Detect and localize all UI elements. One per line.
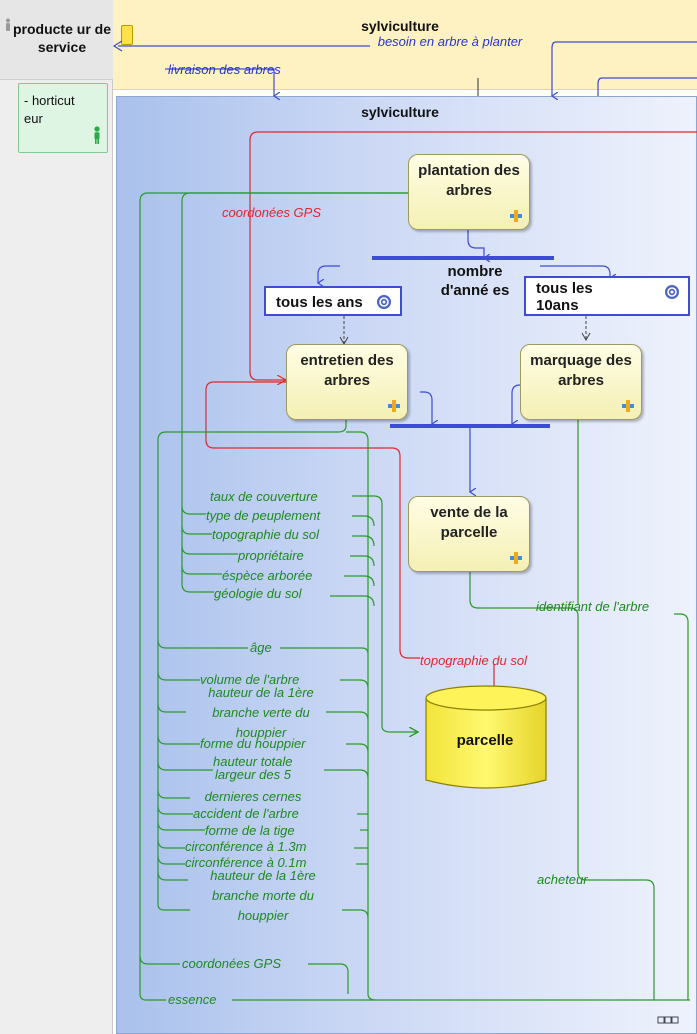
flow-label-green: taux de couverture [210,489,318,504]
task-vente-label: vente de la parcelle [430,504,508,541]
flow-label-livraison: livraison des arbres [168,62,281,77]
data-store-label: parcelle [456,732,514,749]
flow-label-identifiant: identifiant de l'arbre [536,599,650,614]
condition-annual[interactable]: tous les ans [264,286,402,316]
flow-label-green: propriétaire [238,548,304,563]
person-icon [94,126,100,144]
lane-title: producte ur de service [12,21,111,55]
task-entretien[interactable]: entretien des arbres [286,344,408,420]
subprocess-title: sylviculture [361,104,439,120]
subprocess-container[interactable] [116,96,697,1034]
flow-label-green: forme du houppier [200,736,306,751]
top-process-title: sylviculture [361,18,439,34]
condition-annual-label: tous les ans [276,294,363,311]
flow-label-green: géologie du sol [214,586,302,601]
flow-label-green: largeur des 5 dernieres cernes [204,767,302,804]
task-marquage[interactable]: marquage des arbres [520,344,642,420]
task-vente[interactable]: vente de la parcelle [408,496,530,572]
flow-label-acheteur: acheteur [537,872,588,887]
flow-label-green: circonférence à 0.1m [185,855,307,870]
task-plantation[interactable]: plantation des arbres [408,154,530,230]
note-icon [121,25,133,45]
flow-label-green: hauteur totale [213,754,293,769]
gateway-label: nombre d'anné es [440,263,510,299]
flow-label-essence: essence [168,992,217,1007]
loop-icon [665,285,679,299]
top-process-band [113,0,697,90]
task-entretien-label: entretien des arbres [300,352,394,389]
flow-label-age: âge [250,640,272,655]
data-store-cylinder[interactable] [424,684,548,796]
subprocess-marker-icon [622,400,634,412]
flow-label-green: type de peuplement [206,508,321,523]
flow-label-green: volume de l'arbre [200,672,300,687]
flow-label-green: topographie du sol [212,527,319,542]
flow-label-green: hauteur de la 1ère branche morte du houp… [210,868,316,923]
flow-label-green: hauteur de la 1ère branche verte du houp… [208,685,314,740]
flow-label-besoin-text: besoin en arbre à planter [377,34,523,49]
task-marquage-label: marquage des arbres [530,352,632,389]
subprocess-marker-icon [510,210,522,222]
lane-header [0,0,113,80]
flow-label-gps-green: coordonées GPS [182,956,282,971]
loop-icon [377,295,391,309]
task-plantation-label: plantation des arbres [418,162,520,199]
flow-label-green: circonférence à 1.3m [185,839,307,854]
role-label: - horticut eur [24,93,75,126]
subprocess-marker-icon [388,400,400,412]
condition-decade-label: tous les 10ans [536,280,593,314]
role-box[interactable] [18,83,108,153]
flow-label-besoin: besoin en arbre à planter [370,34,530,50]
condition-decade[interactable]: tous les 10ans [524,276,690,316]
person-icon [6,18,10,31]
flow-label-green: accident de l'arbre [193,806,299,821]
flow-label-green: forme de la tige [205,823,295,838]
flow-label-gps-red: coordonées GPS [222,205,322,220]
participant-lane [0,0,113,1034]
subprocess-marker-icon [510,552,522,564]
flow-label-green: éspèce arborée [222,568,313,583]
flow-label-topo-red: topographie du sol [420,653,527,668]
collapse-icon[interactable] [657,1015,679,1027]
